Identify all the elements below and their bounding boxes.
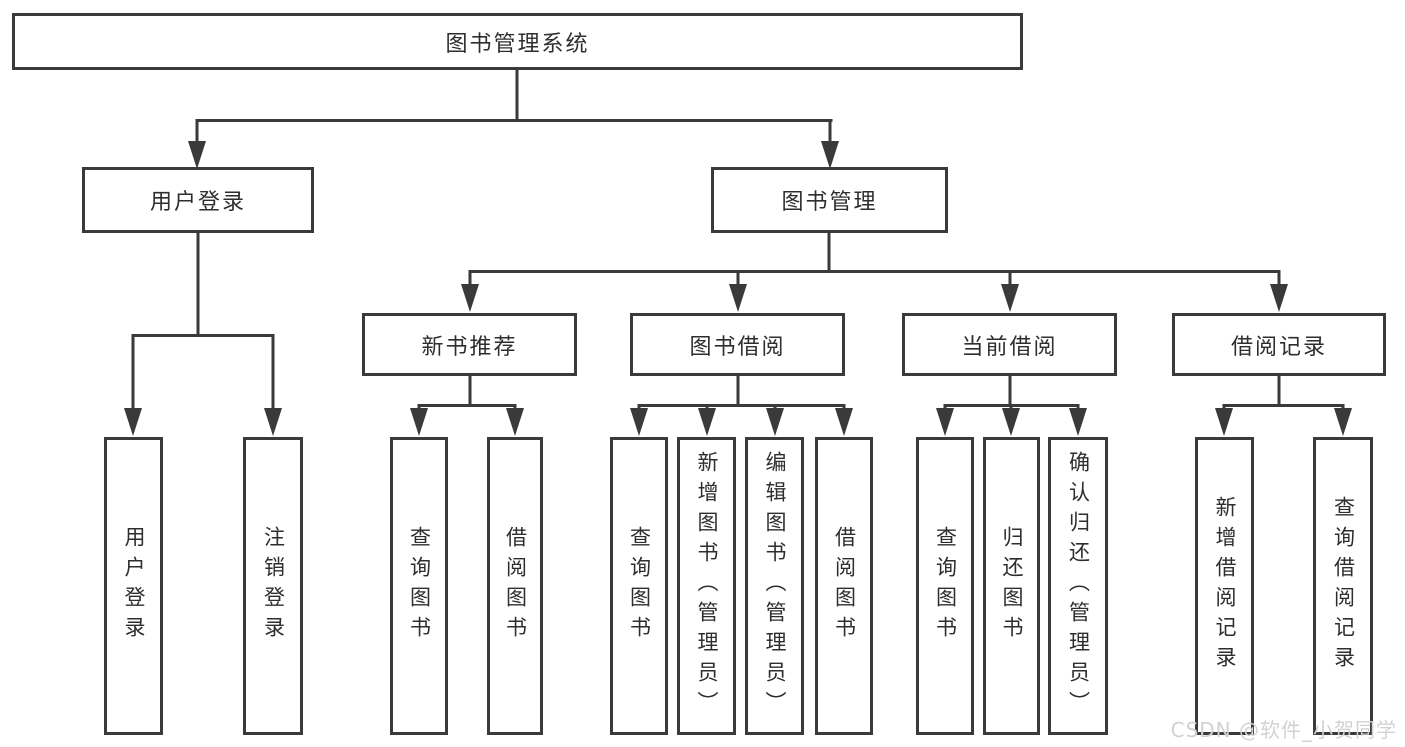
leaf-query-books-current-label: 查询图书: [933, 526, 958, 646]
leaf-return-books: 归还图书: [983, 437, 1040, 735]
leaf-query-books-recommend: 查询图书: [390, 437, 448, 735]
node-library-system-label: 图书管理系统: [445, 31, 590, 57]
leaf-confirm-return-admin: 确认归还（管理员）: [1048, 437, 1108, 735]
leaf-borrow-books-recommend: 借阅图书: [487, 437, 543, 735]
arrowheads: [124, 141, 1352, 436]
leaf-logout-label: 注销登录: [261, 526, 286, 646]
node-book-borrowing-label: 图书借阅: [689, 334, 786, 360]
leaf-edit-book-admin-label: 编辑图书（管理员）: [763, 451, 787, 721]
leaf-add-borrow-record-label: 新增借阅记录: [1213, 496, 1237, 676]
leaf-query-books-borrow: 查询图书: [610, 437, 668, 735]
leaf-borrow-books-recommend-label: 借阅图书: [503, 526, 528, 646]
leaf-add-borrow-record: 新增借阅记录: [1195, 437, 1254, 735]
leaf-query-borrow-record: 查询借阅记录: [1313, 437, 1373, 735]
leaf-borrow-books-label: 借阅图书: [832, 526, 857, 646]
leaf-query-books-current: 查询图书: [916, 437, 974, 735]
leaf-borrow-books: 借阅图书: [815, 437, 873, 735]
leaf-return-books-label: 归还图书: [1000, 526, 1024, 646]
node-user-login-label: 用户登录: [149, 190, 246, 215]
leaf-query-borrow-record-label: 查询借阅记录: [1331, 496, 1356, 676]
node-new-book-recommend: 新书推荐: [362, 313, 577, 376]
node-user-login: 用户登录: [82, 167, 314, 233]
leaf-query-books-borrow-label: 查询图书: [627, 526, 652, 646]
node-current-borrowing: 当前借阅: [902, 313, 1117, 376]
leaf-query-books-recommend-label: 查询图书: [407, 526, 432, 646]
node-book-management-label: 图书管理: [781, 190, 878, 215]
node-borrow-records-label: 借阅记录: [1230, 334, 1327, 360]
node-library-system: 图书管理系统: [12, 13, 1023, 70]
leaf-logout: 注销登录: [243, 437, 303, 735]
node-borrow-records: 借阅记录: [1172, 313, 1386, 376]
leaf-user-login-label: 用户登录: [122, 526, 146, 646]
node-new-book-recommend-label: 新书推荐: [421, 334, 518, 360]
node-book-borrowing: 图书借阅: [630, 313, 845, 376]
watermark: CSDN @软件_小贺同学: [1170, 718, 1397, 742]
node-book-management: 图书管理: [711, 167, 948, 233]
leaf-add-book-admin: 新增图书（管理员）: [677, 437, 736, 735]
leaf-add-book-admin-label: 新增图书（管理员）: [695, 451, 719, 721]
leaf-edit-book-admin: 编辑图书（管理员）: [745, 437, 804, 735]
node-current-borrowing-label: 当前借阅: [961, 334, 1058, 360]
leaf-confirm-return-admin-label: 确认归还（管理员）: [1066, 451, 1091, 721]
leaf-user-login: 用户登录: [104, 437, 163, 735]
